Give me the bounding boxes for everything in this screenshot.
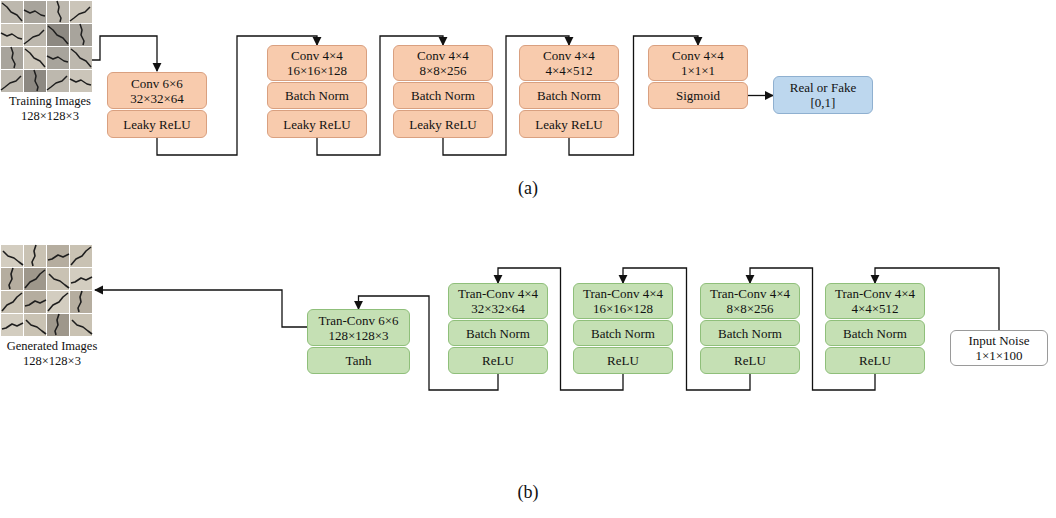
layer-name: Batch Norm xyxy=(466,326,530,341)
layer-name: Batch Norm xyxy=(591,326,655,341)
layer-box: Tran-Conv 6×6128×128×3 xyxy=(307,309,410,346)
layer-name: Leaky ReLU xyxy=(283,117,351,132)
layer-shape: 32×32×64 xyxy=(471,301,525,316)
crack-tile xyxy=(1,1,92,92)
layer-box: Tanh xyxy=(307,347,410,374)
layer-name: Batch Norm xyxy=(843,326,907,341)
layer-box: Tran-Conv 4×44×4×512 xyxy=(825,283,925,319)
layer-name: Tran-Conv 6×6 xyxy=(318,313,398,328)
layer-box: Leaky ReLU xyxy=(393,110,493,138)
layer-name: ReLU xyxy=(607,353,639,368)
layer-shape: 16×16×128 xyxy=(593,301,653,316)
panel-label: (a) xyxy=(518,178,538,199)
layer-box: Batch Norm xyxy=(448,320,548,346)
layer-box: ReLU xyxy=(448,347,548,374)
layer-box: Conv 4×48×8×256 xyxy=(393,45,493,81)
layer-name: Real or Fake xyxy=(790,80,856,95)
layer-box: ReLU xyxy=(825,347,925,374)
image-size: 128×128×3 xyxy=(23,354,81,368)
layer-name: ReLU xyxy=(734,353,766,368)
connector-arrow xyxy=(748,95,773,96)
layer-box: ReLU xyxy=(700,347,800,374)
layer-shape: [0,1] xyxy=(811,95,836,110)
layer-box: Tran-Conv 4×48×8×256 xyxy=(700,283,800,319)
image-size: 128×128×3 xyxy=(21,109,79,123)
layer-box: Leaky ReLU xyxy=(267,110,367,138)
layer-name: Tanh xyxy=(346,353,372,368)
layer-box: ReLU xyxy=(573,347,673,374)
layer-shape: 4×4×512 xyxy=(851,301,898,316)
layer-name: Batch Norm xyxy=(285,88,349,103)
layer-name: Tran-Conv 4×4 xyxy=(710,286,790,301)
layer-shape: 32×32×64 xyxy=(130,91,184,106)
layer-name: Sigmoid xyxy=(676,88,720,103)
layer-box: Leaky ReLU xyxy=(107,110,207,138)
layer-box: Batch Norm xyxy=(700,320,800,346)
layer-name: Conv 4×4 xyxy=(543,48,595,63)
crack-lines xyxy=(2,245,92,335)
training-image-grid xyxy=(1,1,92,92)
crack-tile xyxy=(1,1,92,92)
layer-box: Conv 4×416×16×128 xyxy=(267,45,367,81)
layer-box: Batch Norm xyxy=(393,82,493,109)
layer-name: Batch Norm xyxy=(718,326,782,341)
layer-box: Conv 4×44×4×512 xyxy=(519,45,619,81)
generated-image-grid xyxy=(1,245,92,336)
layer-shape: 4×4×512 xyxy=(545,63,592,78)
layer-name: ReLU xyxy=(859,353,891,368)
layer-name: Leaky ReLU xyxy=(123,117,191,132)
layer-box: Conv 4×41×1×1 xyxy=(648,45,748,81)
image-caption: Training Images xyxy=(9,94,91,108)
input-box: Input Noise1×1×100 xyxy=(950,330,1048,366)
output-box: Real or Fake[0,1] xyxy=(773,76,873,114)
layer-name: Tran-Conv 4×4 xyxy=(583,286,663,301)
layer-name: Batch Norm xyxy=(537,88,601,103)
crack-lines xyxy=(1,1,91,91)
layer-shape: 128×128×3 xyxy=(328,328,388,343)
layer-name: Conv 4×4 xyxy=(672,48,724,63)
layer-name: Conv 6×6 xyxy=(131,76,183,91)
layer-name: Tran-Conv 4×4 xyxy=(458,286,538,301)
layer-box: Batch Norm xyxy=(519,82,619,109)
output-arrow xyxy=(95,290,307,327)
layer-box: Leaky ReLU xyxy=(519,110,619,138)
layer-shape: 1×1×1 xyxy=(681,63,715,78)
layer-name: Leaky ReLU xyxy=(409,117,477,132)
layer-shape: 8×8×256 xyxy=(419,63,466,78)
layer-name: ReLU xyxy=(482,353,514,368)
layer-box: Batch Norm xyxy=(573,320,673,346)
layer-name: Conv 4×4 xyxy=(291,48,343,63)
layer-name: Tran-Conv 4×4 xyxy=(835,286,915,301)
layer-box: Conv 6×632×32×64 xyxy=(107,72,207,109)
layer-name: Conv 4×4 xyxy=(417,48,469,63)
layer-box: Tran-Conv 4×432×32×64 xyxy=(448,283,548,319)
layer-box: Batch Norm xyxy=(825,320,925,346)
layer-box: Tran-Conv 4×416×16×128 xyxy=(573,283,673,319)
panel-label: (b) xyxy=(518,482,539,503)
crack-tile xyxy=(1,245,92,336)
crack-tile xyxy=(24,268,69,336)
layer-shape: 8×8×256 xyxy=(726,301,773,316)
crack-tile xyxy=(24,24,69,92)
layer-box: Sigmoid xyxy=(648,82,748,109)
layer-name: Leaky ReLU xyxy=(535,117,603,132)
layer-shape: 16×16×128 xyxy=(287,63,347,78)
input-arrow xyxy=(92,36,157,71)
layer-name: Batch Norm xyxy=(411,88,475,103)
layer-name: Input Noise xyxy=(968,333,1029,348)
image-caption: Generated Images xyxy=(7,339,98,353)
layer-box: Batch Norm xyxy=(267,82,367,109)
layer-shape: 1×1×100 xyxy=(975,348,1022,363)
crack-tile xyxy=(1,245,92,336)
